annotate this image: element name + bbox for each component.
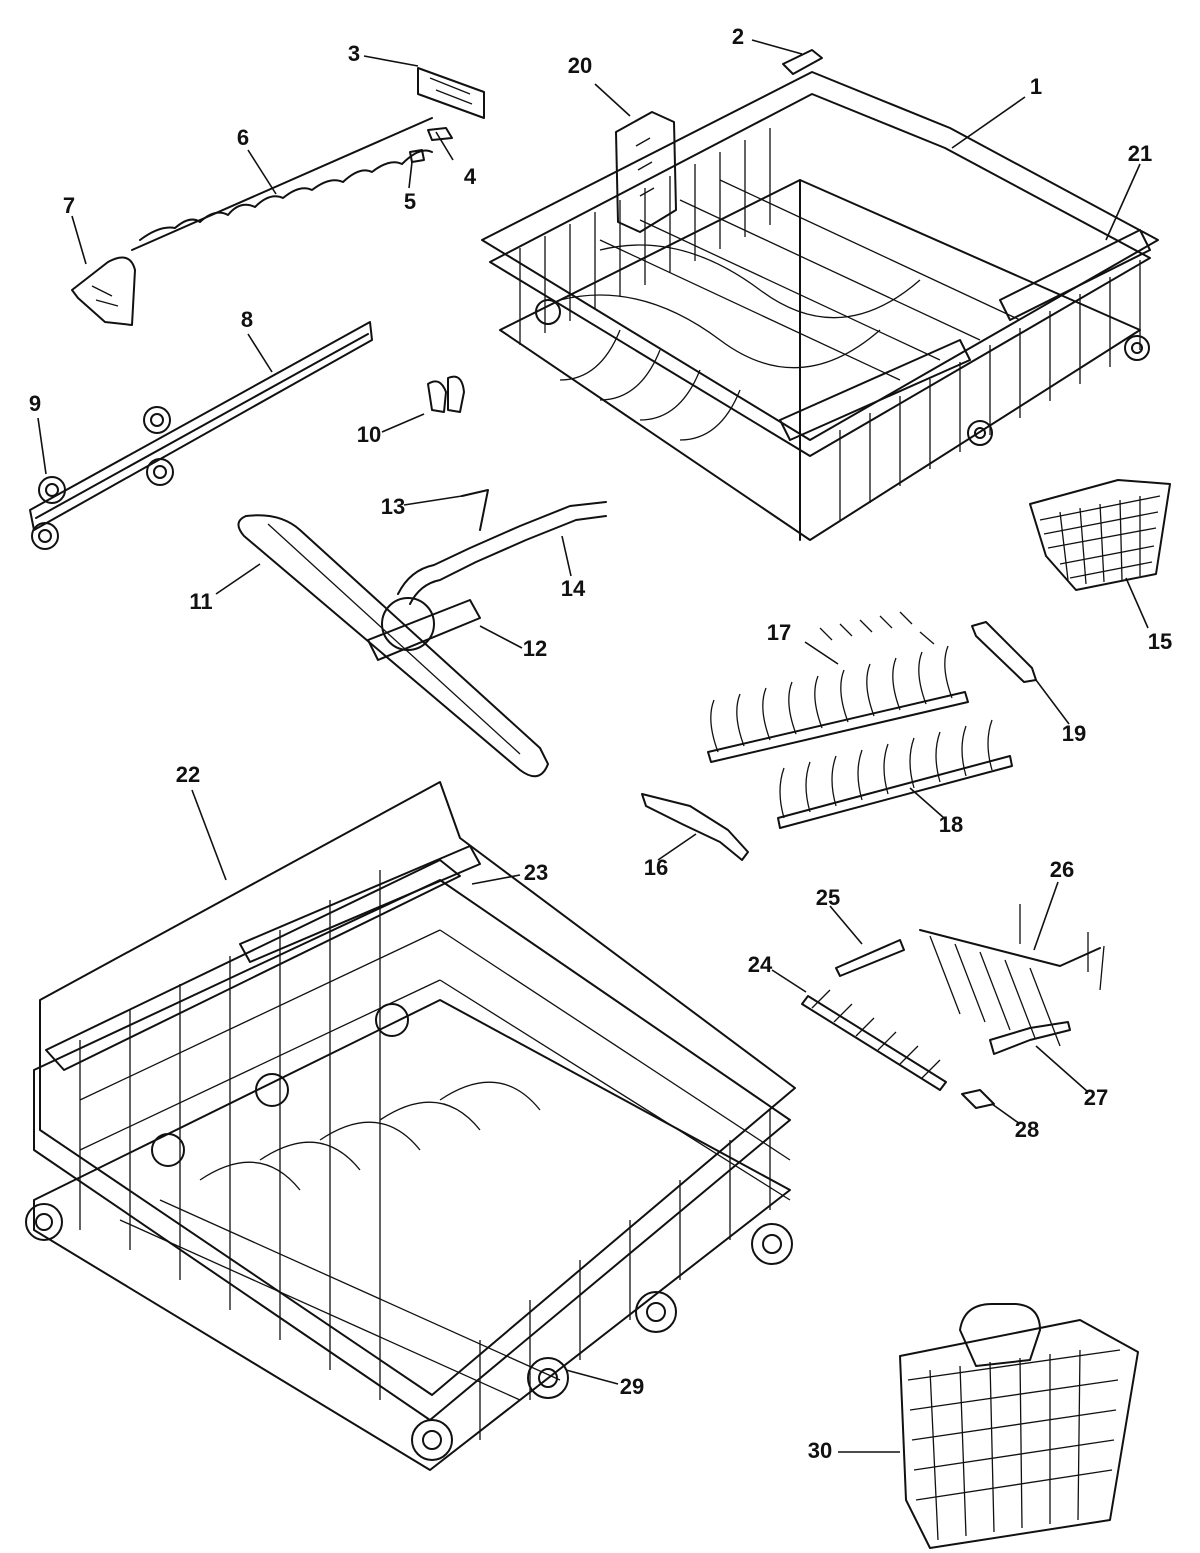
callout-20: 20	[568, 53, 592, 78]
callout-29: 29	[620, 1374, 644, 1399]
callout-6: 6	[237, 125, 249, 150]
rack-adjuster-parts	[71, 49, 823, 326]
callout-12: 12	[523, 636, 547, 661]
callout-23: 23	[524, 860, 548, 885]
callout-15: 15	[1148, 629, 1172, 654]
callout-11: 11	[189, 589, 212, 614]
callout-7: 7	[63, 193, 75, 218]
callout-16: 16	[644, 855, 668, 880]
callout-10: 10	[357, 422, 381, 447]
upper-rack-assembly	[481, 71, 1159, 541]
spray-arm-assembly	[237, 375, 607, 778]
callout-2: 2	[732, 24, 744, 49]
callout-26: 26	[1050, 857, 1074, 882]
callout-21: 21	[1128, 141, 1152, 166]
callout-9: 9	[29, 391, 41, 416]
callout-4: 4	[464, 164, 477, 189]
callout-labels: 1 2 3 4 5 6 7 8 9 10 11 12 13 14 15 16 1…	[29, 24, 1172, 1463]
callout-30: 30	[808, 1438, 832, 1463]
callout-25: 25	[816, 885, 840, 910]
leader-lines	[37, 39, 1149, 1453]
callout-13: 13	[381, 494, 405, 519]
callout-24: 24	[748, 952, 773, 977]
callout-28: 28	[1015, 1117, 1039, 1142]
callout-18: 18	[939, 812, 963, 837]
callout-22: 22	[176, 762, 200, 787]
callout-27: 27	[1084, 1085, 1108, 1110]
callout-5: 5	[404, 189, 416, 214]
callout-3: 3	[348, 41, 360, 66]
rack-rail-assembly	[29, 321, 373, 550]
folding-tines-parts	[641, 611, 1037, 861]
silverware-basket	[899, 1303, 1139, 1549]
lower-rack-assembly	[25, 781, 796, 1471]
callout-19: 19	[1062, 721, 1086, 746]
callout-14: 14	[561, 576, 586, 601]
callout-17: 17	[767, 620, 791, 645]
callout-8: 8	[241, 307, 253, 332]
lower-folding-tines-parts	[801, 904, 1105, 1109]
callout-1: 1	[1030, 74, 1042, 99]
small-basket	[1029, 479, 1171, 591]
